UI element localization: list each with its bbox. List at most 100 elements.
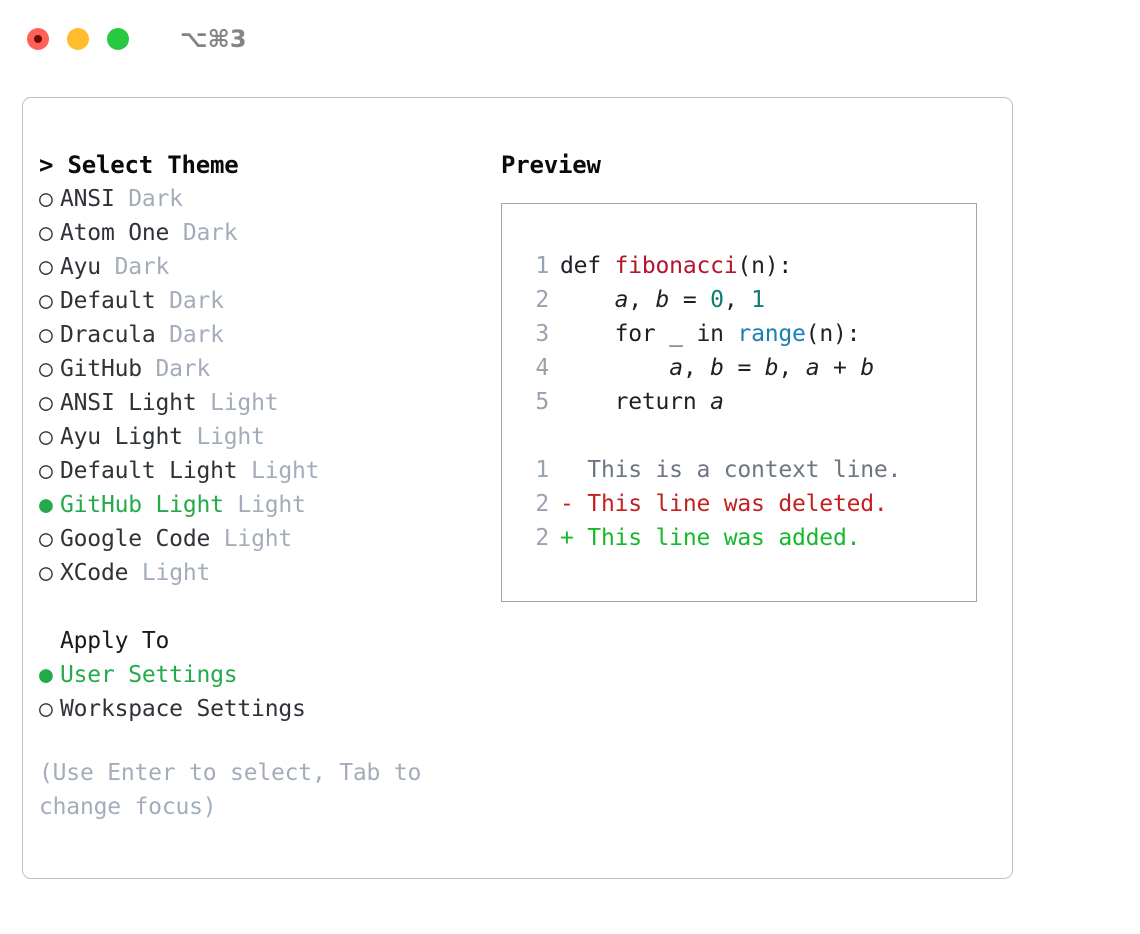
apply-option-label: Workspace Settings bbox=[60, 696, 306, 722]
radio-selected-icon: ● bbox=[39, 492, 53, 518]
theme-option-atom-one[interactable]: ○Atom One Dark bbox=[39, 216, 479, 250]
theme-option-tag: Light bbox=[223, 492, 306, 518]
theme-option-label: Atom One bbox=[60, 220, 170, 246]
theme-option-label: GitHub Light bbox=[60, 492, 224, 518]
theme-selector-column: > Select Theme ○ANSI Dark○Atom One Dark○… bbox=[39, 148, 479, 824]
theme-option-ansi-light[interactable]: ○ANSI Light Light bbox=[39, 386, 479, 420]
code-token: , bbox=[723, 287, 752, 313]
radio-unselected-icon: ○ bbox=[39, 288, 53, 314]
code-token: a bbox=[614, 287, 629, 313]
code-line: 2 a, b = 0, 1 bbox=[521, 283, 968, 317]
maximize-button[interactable] bbox=[107, 28, 129, 50]
theme-option-google-code[interactable]: ○ Google Code Light bbox=[39, 522, 479, 556]
code-token: a bbox=[710, 389, 724, 415]
line-number: 2 bbox=[535, 525, 549, 551]
theme-option-dracula[interactable]: ○ Dracula Dark bbox=[39, 318, 479, 352]
code-token bbox=[560, 287, 615, 313]
theme-option-label: Ayu bbox=[60, 254, 101, 280]
theme-list[interactable]: ○ANSI Dark○Atom One Dark○Ayu Dark○Defaul… bbox=[39, 182, 479, 590]
radio-unselected-icon: ○ bbox=[39, 322, 53, 348]
apply-option-label: User Settings bbox=[60, 662, 238, 688]
minimize-button[interactable] bbox=[67, 28, 89, 50]
code-token: fibonacci bbox=[614, 253, 738, 279]
code-token: b bbox=[764, 355, 779, 381]
code-token: b bbox=[655, 287, 670, 313]
code-token: 1 bbox=[751, 287, 765, 313]
radio-unselected-icon: ○ bbox=[39, 458, 53, 484]
code-token: , bbox=[628, 287, 656, 313]
radio-unselected-icon: ○ bbox=[39, 560, 53, 586]
theme-option-label: Default bbox=[60, 288, 156, 314]
code-line: 5 return a bbox=[521, 385, 968, 419]
theme-option-tag: Dark bbox=[141, 356, 211, 382]
radio-unselected-icon: ○ bbox=[39, 254, 53, 280]
radio-unselected-icon: ○ bbox=[39, 696, 53, 722]
code-token: b bbox=[860, 355, 874, 381]
code-token: def bbox=[560, 253, 615, 279]
radio-unselected-icon: ○ bbox=[39, 356, 53, 382]
code-token: range bbox=[737, 321, 806, 347]
apply-option-workspace-settings[interactable]: ○ Workspace Settings bbox=[39, 692, 479, 726]
window-controls bbox=[27, 28, 129, 50]
code-token: , bbox=[682, 355, 711, 381]
theme-option-default[interactable]: ○Default Dark bbox=[39, 284, 479, 318]
theme-option-label: XCode bbox=[60, 560, 129, 586]
theme-option-default-light[interactable]: ○ Default Light Light bbox=[39, 454, 479, 488]
theme-option-label: Default Light bbox=[60, 458, 238, 484]
theme-option-tag: Light bbox=[128, 560, 211, 586]
title-bar: ⌥⌘3 bbox=[0, 0, 1140, 78]
theme-option-tag: Dark bbox=[155, 322, 224, 348]
code-token: a bbox=[805, 355, 820, 381]
theme-option-tag: Light bbox=[182, 424, 265, 450]
code-token: 0 bbox=[710, 287, 724, 313]
close-button[interactable] bbox=[27, 28, 49, 50]
radio-unselected-icon: ○ bbox=[39, 526, 53, 552]
code-token bbox=[560, 355, 669, 381]
apply-option-user-settings[interactable]: ● User Settings bbox=[39, 658, 479, 692]
code-token: + bbox=[819, 355, 861, 381]
preview-title: Preview bbox=[501, 151, 601, 179]
code-token: = bbox=[669, 287, 711, 313]
theme-option-label: Google Code bbox=[60, 526, 211, 552]
keyboard-hint: (Use Enter to select, Tab to change focu… bbox=[39, 760, 422, 820]
diff-line-del: 2 - This line was deleted. bbox=[521, 487, 968, 521]
line-number: 4 bbox=[535, 355, 549, 381]
code-token: (n): bbox=[805, 321, 861, 347]
theme-option-ayu[interactable]: ○ Ayu Dark bbox=[39, 250, 479, 284]
theme-option-label: Ayu Light bbox=[60, 424, 183, 450]
theme-option-ayu-light[interactable]: ○ Ayu Light Light bbox=[39, 420, 479, 454]
theme-option-tag: Dark bbox=[114, 186, 183, 212]
apply-to-list[interactable]: ● User Settings ○ Workspace Settings bbox=[39, 658, 479, 726]
theme-option-github-light[interactable]: ● GitHub Light Light bbox=[39, 488, 479, 522]
theme-option-label: ANSI bbox=[60, 186, 115, 212]
code-line: 4 a, b = b, a + b bbox=[521, 351, 968, 385]
code-token: (n): bbox=[737, 253, 793, 279]
radio-unselected-icon: ○ bbox=[39, 424, 53, 450]
theme-option-label: Dracula bbox=[60, 322, 156, 348]
theme-option-label: ANSI Light bbox=[60, 390, 197, 416]
line-number: 5 bbox=[535, 389, 549, 415]
radio-unselected-icon: ○ bbox=[39, 186, 53, 212]
code-token: b bbox=[710, 355, 724, 381]
diff-line-text: - This line was deleted. bbox=[560, 491, 888, 517]
theme-option-tag: Dark bbox=[169, 220, 238, 246]
code-line: 3 for _ in range(n): bbox=[521, 317, 968, 351]
theme-option-ansi[interactable]: ○ ANSI Dark bbox=[39, 182, 479, 216]
theme-option-tag: Dark bbox=[100, 254, 170, 280]
theme-option-tag: Light bbox=[237, 458, 320, 484]
line-number: 2 bbox=[535, 491, 549, 517]
theme-option-xcode[interactable]: ○ XCode Light bbox=[39, 556, 479, 590]
code-token: = bbox=[723, 355, 765, 381]
shortcut-label: ⌥⌘3 bbox=[180, 25, 247, 53]
line-number: 3 bbox=[535, 321, 549, 347]
radio-selected-icon: ● bbox=[39, 662, 53, 688]
theme-option-github[interactable]: ○GitHub Dark bbox=[39, 352, 479, 386]
theme-option-tag: Light bbox=[210, 526, 293, 552]
diff-line-add: 2+ This line was added. bbox=[521, 521, 968, 555]
diff-line-context: 1 This is a context line. bbox=[521, 453, 968, 487]
